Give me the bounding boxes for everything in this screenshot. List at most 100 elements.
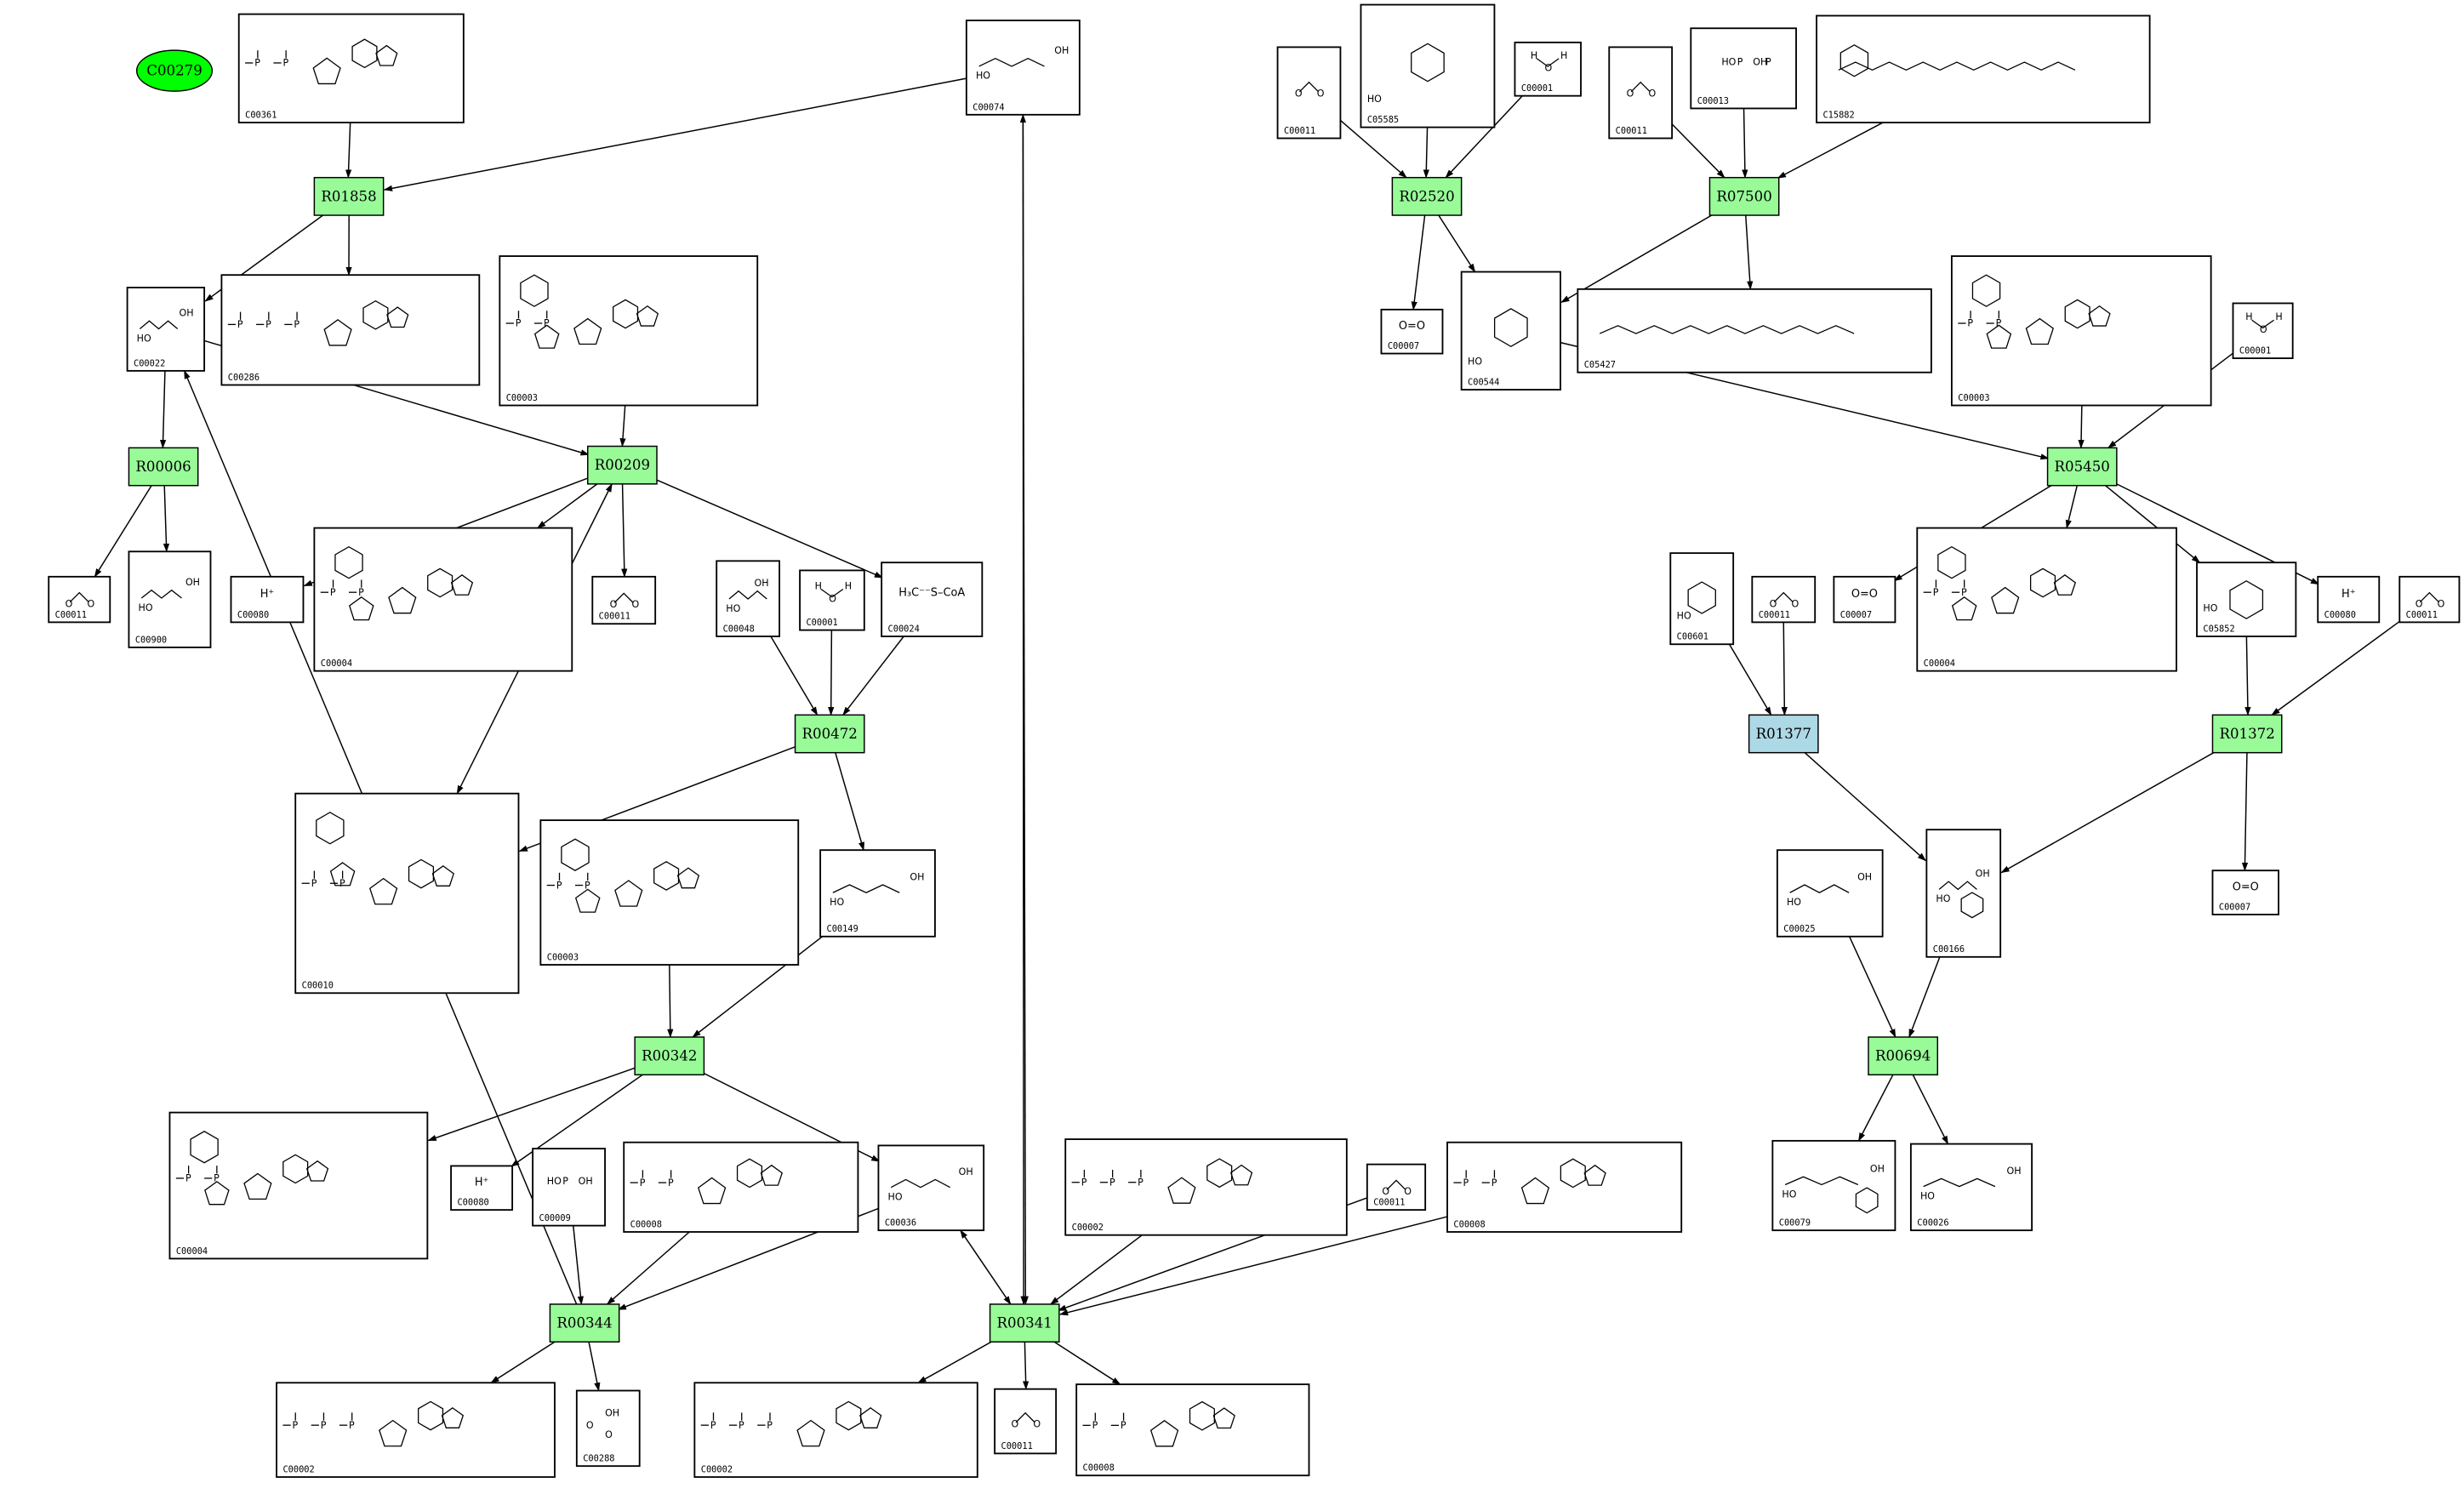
reaction-r00006[interactable]: R00006: [128, 448, 197, 485]
reaction-r07500[interactable]: R07500: [1709, 178, 1778, 215]
atom-label: P: [330, 587, 336, 598]
edge-r00341-c00002: [918, 1342, 991, 1383]
highlighted-compound-node[interactable]: C00279: [137, 50, 213, 91]
reaction-r05450[interactable]: R05450: [2048, 448, 2117, 485]
atom-label: O: [66, 598, 73, 609]
edge-r00694-c00026: [1913, 1075, 1948, 1143]
reaction-r00341[interactable]: R00341: [990, 1304, 1059, 1342]
atom-label: O: [1404, 1186, 1412, 1197]
reaction-r00209[interactable]: R00209: [588, 447, 657, 484]
edge-r00006-c00022: [163, 371, 165, 448]
compound-box: [1609, 47, 1672, 138]
compound-c00080-b[interactable]: H⁺C00080: [451, 1166, 512, 1210]
atom-label: HO: [726, 603, 740, 614]
compound-id-label: C00022: [134, 358, 165, 368]
reaction-r01372[interactable]: R01372: [2212, 715, 2281, 752]
compound-box: [221, 275, 479, 385]
reaction-r00342[interactable]: R00342: [635, 1037, 704, 1075]
atom-label: O: [1648, 88, 1656, 99]
compound-id-label: C00001: [1521, 83, 1553, 94]
compound-id-label: C15882: [1822, 111, 1854, 121]
atom-label: O: [829, 593, 836, 604]
compound-id-label: C00004: [1924, 658, 1955, 669]
compound-box: [1360, 5, 1494, 128]
edge-r02520-c00011: [1340, 120, 1406, 177]
reaction-r02520[interactable]: R02520: [1392, 178, 1461, 215]
atom-label: O: [1382, 1186, 1389, 1197]
reaction-r00694[interactable]: R00694: [1868, 1037, 1937, 1075]
reaction-r00472[interactable]: R00472: [796, 715, 864, 752]
reaction-r01858[interactable]: R01858: [314, 178, 383, 215]
atom-label: P: [349, 1420, 355, 1431]
compound-id-label: C00002: [701, 1465, 733, 1475]
edge-r00341-c00002: [1051, 1235, 1142, 1304]
atom-label: OH: [1857, 871, 1872, 882]
edge-r00472-c00048: [771, 636, 818, 715]
atom-label: P: [516, 318, 522, 329]
atom-label: OH: [755, 578, 769, 589]
atom-label: HO: [139, 602, 153, 613]
compound-c05427[interactable]: C05427: [1577, 289, 1931, 373]
reaction-r00344[interactable]: R00344: [550, 1304, 619, 1342]
atom-label: P: [265, 319, 271, 330]
compound-c00080-a[interactable]: H⁺C00080: [231, 577, 304, 623]
reaction-id-label: R02520: [1399, 188, 1454, 204]
compound-c00080-c[interactable]: H⁺C00080: [2318, 577, 2379, 623]
compound-id-label: C00008: [1453, 1219, 1485, 1229]
reaction-r01377[interactable]: R01377: [1749, 715, 1818, 752]
edge-r07500-c00013: [1744, 108, 1745, 177]
atom-label: P: [1933, 587, 1939, 598]
compound-c15882[interactable]: C15882: [1817, 15, 2150, 123]
compound-id-label: C00001: [2239, 346, 2271, 356]
compound-box: [967, 20, 1080, 115]
compound-id-label: C00080: [237, 610, 269, 620]
